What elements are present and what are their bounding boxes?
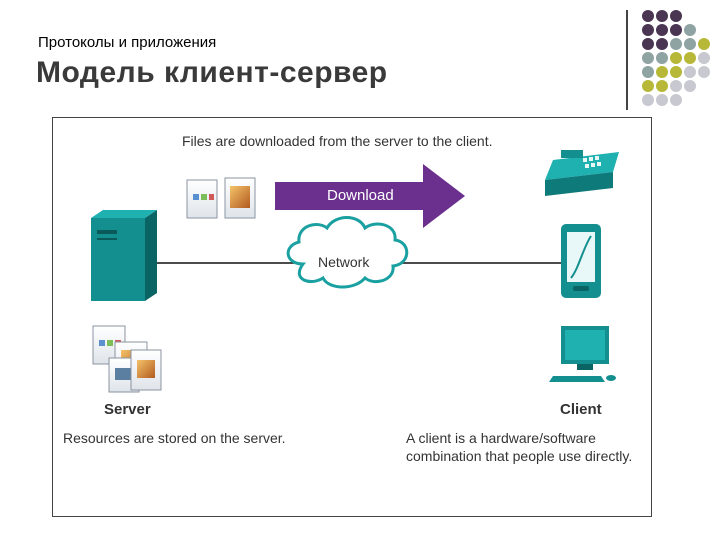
download-label: Download [327,187,394,204]
decor-dot [698,38,710,50]
server-icon [91,210,157,301]
decor-dot [642,38,654,50]
decor-dot [684,24,696,36]
decor-dot [642,10,654,22]
decor-dot [670,80,682,92]
decor-dot [656,24,668,36]
decor-dot [656,94,668,106]
client-label: Client [560,401,602,418]
document-icon [186,179,218,219]
decor-dot [642,94,654,106]
tablet-icon [561,224,601,298]
decor-dot [656,80,668,92]
decor-dot [656,10,668,22]
decor-dot [642,24,654,36]
client-caption-line-2: combination that people use directly. [406,448,633,464]
image-file-icon [130,349,162,391]
network-label: Network [318,254,370,270]
download-arrow [275,164,465,228]
decor-dot [670,10,682,22]
slide-subtitle: Протоколы и приложения [38,34,217,51]
server-label: Server [104,401,151,418]
decor-dot [642,80,654,92]
decor-dot [684,52,696,64]
cloud-icon [286,216,409,289]
decor-dot [670,38,682,50]
decor-dot [670,52,682,64]
header-divider [626,10,628,110]
diagram-frame: Files are downloaded from the server to … [52,117,652,517]
decor-dot [698,52,710,64]
decor-dot [698,66,710,78]
header-caption: Files are downloaded from the server to … [182,133,493,149]
decor-dot [670,94,682,106]
image-file-icon [224,177,256,219]
decor-dot [684,80,696,92]
decor-dot [684,66,696,78]
decor-dot [656,66,668,78]
decor-dot [684,38,696,50]
decor-dot [642,66,654,78]
decor-dot [656,52,668,64]
decor-dot [642,52,654,64]
slide-title: Модель клиент-сервер [36,56,388,89]
server-caption: Resources are stored on the server. [63,430,286,446]
phone-icon [545,150,619,196]
decor-dot [670,66,682,78]
diagram-canvas [91,150,619,393]
client-caption-line-1: A client is a hardware/software [406,430,596,446]
decor-dot [670,24,682,36]
decor-dot [656,38,668,50]
desktop-icon [549,326,616,382]
